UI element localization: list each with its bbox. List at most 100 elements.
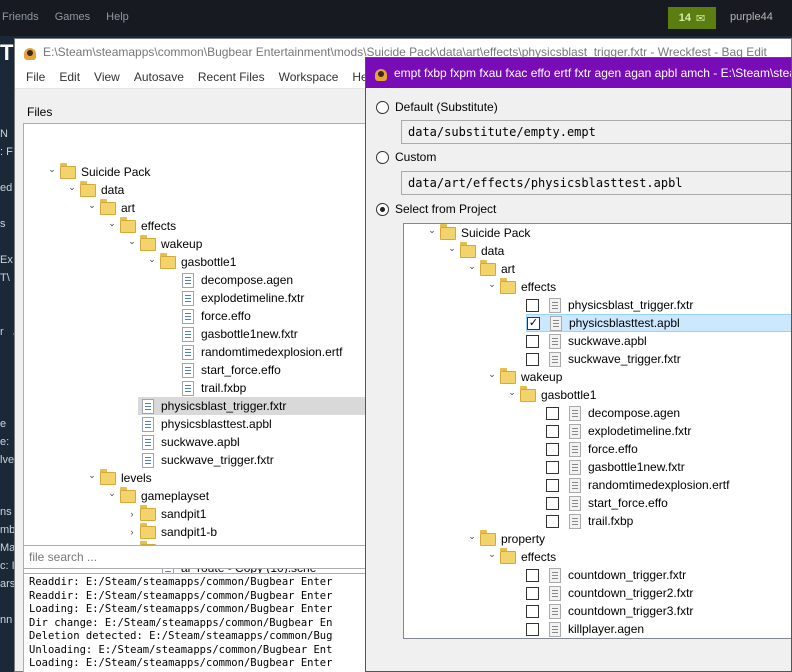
menu-edit[interactable]: Edit	[59, 69, 81, 84]
checkbox[interactable]	[526, 352, 539, 366]
tree-folder-row[interactable]: ⌄gasbottle1	[146, 252, 376, 271]
tree-file-row[interactable]: physicsblast_trigger.fxtr	[138, 397, 376, 415]
tree-folder-row[interactable]: ⌄wakeup	[126, 234, 376, 253]
tree-folder-row[interactable]: ›sandpit1	[126, 504, 376, 523]
project-file-row[interactable]: gasbottle1new.fxtr	[546, 458, 791, 476]
project-file-row[interactable]: decompose.agen	[546, 404, 791, 422]
steam-username[interactable]: purple44	[730, 11, 773, 23]
project-file-row[interactable]: countdown_trigger2.fxtr	[526, 584, 791, 602]
steam-menu-help[interactable]: Help	[106, 11, 129, 23]
project-file-row[interactable]: start_force.effo	[546, 494, 791, 512]
project-file-row[interactable]: randomtimedexplosion.ertf	[546, 476, 791, 494]
project-file-row[interactable]: suckwave_trigger.fxtr	[526, 350, 791, 368]
project-file-row[interactable]: ✓physicsblasttest.apbl	[526, 314, 791, 332]
chevron-right-icon[interactable]: ›	[130, 527, 134, 537]
chevron-down-icon[interactable]: ⌄	[108, 218, 116, 228]
checkbox[interactable]	[526, 622, 539, 636]
checkbox[interactable]	[526, 334, 539, 348]
tree-file-row[interactable]: suckwave.apbl	[138, 433, 376, 451]
tree-folder-row[interactable]: ⌄levels	[86, 468, 376, 487]
tree-file-row[interactable]: explodetimeline.fxtr	[178, 289, 376, 307]
tree-file-row[interactable]: physicsblasttest.apbl	[138, 415, 376, 433]
chevron-down-icon[interactable]: ⌄	[488, 279, 496, 289]
tree-file-row[interactable]: decompose.agen	[178, 271, 376, 289]
project-folder-row[interactable]: ⌄wakeup	[486, 367, 562, 386]
checkbox[interactable]	[546, 406, 559, 420]
checkbox[interactable]	[546, 478, 559, 492]
chevron-down-icon[interactable]: ⌄	[448, 243, 456, 253]
menu-file[interactable]: File	[26, 69, 46, 84]
project-folder-row[interactable]: ⌄effects	[486, 547, 556, 566]
tree-file-row[interactable]: start_force.effo	[178, 361, 376, 379]
tree-folder-row[interactable]: ⌄effects	[106, 216, 376, 235]
project-file-row[interactable]: killplayer.agen	[526, 620, 791, 638]
checkbox[interactable]	[526, 298, 539, 312]
project-radio[interactable]	[376, 202, 389, 216]
chevron-down-icon[interactable]: ⌄	[48, 164, 56, 174]
project-file-row[interactable]: explodetimeline.fxtr	[546, 422, 791, 440]
chevron-down-icon[interactable]: ⌄	[68, 182, 76, 192]
default-path-field[interactable]: data/substitute/empty.empt	[401, 120, 791, 144]
project-folder-row[interactable]: ⌄effects	[486, 277, 556, 296]
chevron-down-icon[interactable]: ⌄	[508, 387, 516, 397]
notification-badge[interactable]: 14 ✉	[668, 7, 716, 29]
chevron-down-icon[interactable]: ⌄	[128, 236, 136, 246]
checkbox[interactable]	[546, 442, 559, 456]
project-file-row[interactable]: trail.fxbp	[546, 512, 791, 530]
chevron-down-icon[interactable]: ⌄	[488, 369, 496, 379]
checkbox[interactable]	[546, 496, 559, 510]
chevron-down-icon[interactable]: ⌄	[468, 261, 476, 271]
project-folder-row[interactable]: ⌄Suicide Pack	[426, 224, 530, 242]
file-search-input[interactable]: file search ...	[23, 545, 379, 569]
checkbox[interactable]	[546, 460, 559, 474]
files-tree[interactable]: ⌄Suicide Pack⌄data⌄art⌄effects⌄wakeup⌄ga…	[23, 123, 379, 575]
menu-autosave[interactable]: Autosave	[133, 69, 184, 84]
project-folder-row[interactable]: ⌄gasbottle1	[506, 385, 596, 404]
tree-file-row[interactable]: gasbottle1new.fxtr	[178, 325, 376, 343]
tree-folder-row[interactable]: ⌄art	[86, 198, 376, 217]
tree-folder-row[interactable]: ⌄Suicide Pack	[46, 162, 376, 181]
project-option[interactable]: Select from Project	[376, 202, 496, 216]
project-file-row[interactable]: force.effo	[546, 440, 791, 458]
checkbox[interactable]	[526, 586, 539, 600]
tree-folder-row[interactable]: ⌄data	[66, 180, 376, 199]
project-folder-row[interactable]: ⌄art	[466, 259, 515, 278]
project-file-row[interactable]: physicsblast_trigger.fxtr	[526, 296, 791, 314]
chevron-down-icon[interactable]: ⌄	[88, 470, 96, 480]
menu-view[interactable]: View	[94, 69, 120, 84]
steam-menu-games[interactable]: Games	[54, 11, 91, 23]
project-folder-row[interactable]: ⌄property	[466, 529, 545, 548]
tree-file-row[interactable]: force.effo	[178, 307, 376, 325]
chevron-down-icon[interactable]: ⌄	[88, 200, 96, 210]
chevron-down-icon[interactable]: ⌄	[488, 549, 496, 559]
chevron-down-icon[interactable]: ⌄	[428, 225, 436, 235]
custom-option[interactable]: Custom	[376, 150, 436, 164]
default-radio[interactable]	[376, 100, 389, 114]
tree-folder-row[interactable]: ›sandpit1-b	[126, 522, 376, 541]
custom-path-field[interactable]: data/art/effects/physicsblasttest.apbl	[401, 171, 791, 195]
chevron-down-icon[interactable]: ⌄	[108, 488, 116, 498]
tree-file-row[interactable]: suckwave_trigger.fxtr	[138, 451, 376, 469]
menu-recent-files[interactable]: Recent Files	[197, 69, 265, 84]
checkbox[interactable]	[546, 514, 559, 528]
chevron-down-icon[interactable]: ⌄	[148, 254, 156, 264]
custom-radio[interactable]	[376, 150, 389, 164]
checkbox[interactable]	[526, 568, 539, 582]
default-option[interactable]: Default (Substitute)	[376, 100, 498, 114]
project-file-row[interactable]: countdown_trigger.fxtr	[526, 566, 791, 584]
project-folder-row[interactable]: ⌄data	[446, 241, 504, 260]
project-file-row[interactable]: countdown_trigger3.fxtr	[526, 602, 791, 620]
menu-workspace[interactable]: Workspace	[278, 69, 339, 84]
chevron-down-icon[interactable]: ⌄	[468, 531, 476, 541]
chevron-right-icon[interactable]: ›	[130, 509, 134, 519]
checkbox[interactable]	[526, 604, 539, 618]
tree-file-row[interactable]: randomtimedexplosion.ertf	[178, 343, 376, 361]
checkbox[interactable]	[546, 424, 559, 438]
project-file-row[interactable]: suckwave.apbl	[526, 332, 791, 350]
checkbox-checked[interactable]: ✓	[527, 316, 540, 330]
tree-file-row[interactable]: trail.fxbp	[178, 379, 376, 397]
tree-folder-row[interactable]: ⌄gameplayset	[106, 486, 376, 505]
steam-menu-friends[interactable]: Friends	[2, 11, 39, 23]
menu-help[interactable]: He	[352, 69, 368, 84]
